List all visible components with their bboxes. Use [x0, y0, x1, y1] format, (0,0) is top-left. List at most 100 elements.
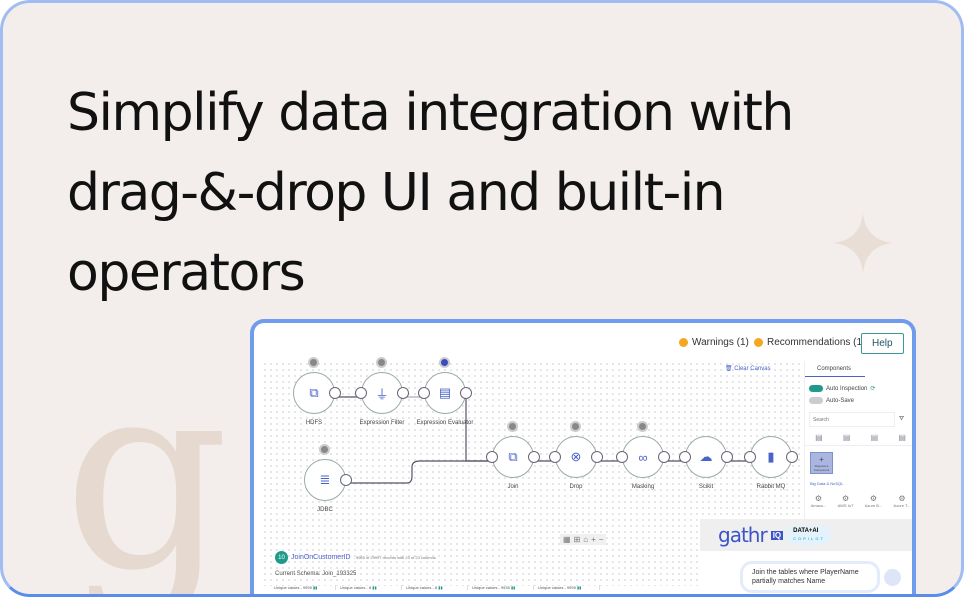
warnings-link[interactable]: Warnings (1) — [679, 337, 749, 348]
node-name-link[interactable]: JoinOnCustomerID — [291, 554, 351, 561]
auto-inspection-label: Auto Inspection — [826, 385, 868, 392]
eye-icon[interactable] — [319, 444, 330, 455]
output-port[interactable] — [528, 451, 540, 463]
user-avatar — [884, 569, 901, 586]
record-meta: - 9965 of 29997 records with 23 of 23 co… — [353, 555, 436, 560]
column-icons[interactable]: ▮▮ — [576, 585, 582, 590]
warnings-label: Warnings (1) — [692, 337, 749, 348]
help-button[interactable]: Help — [861, 333, 904, 354]
column-stat: Unique values - 9995 ▮▮ — [534, 585, 600, 590]
eye-icon[interactable] — [570, 421, 581, 432]
input-port[interactable] — [486, 451, 498, 463]
node-label: Expression Evaluator — [416, 420, 474, 426]
input-port[interactable] — [679, 451, 691, 463]
component-item-label: AWS IoT — [837, 503, 854, 508]
column-icons[interactable]: ▮▮ — [510, 585, 516, 590]
refresh-icon[interactable]: ⟳ — [870, 386, 876, 392]
component-item[interactable]: ⚙Azure B... — [864, 494, 883, 508]
column-stat-label: Unique values - 8 — [340, 585, 372, 590]
column-stat-label: Unique values - 9935 — [472, 585, 510, 590]
column-icons[interactable]: ▮▮ — [372, 585, 377, 590]
input-port[interactable] — [549, 451, 561, 463]
output-port[interactable] — [340, 474, 352, 486]
input-port[interactable] — [744, 451, 756, 463]
zoom-out-icon[interactable]: − — [598, 535, 604, 544]
column-stat-label: Unique values - 9995 — [274, 585, 312, 590]
chat-message: Join the tables where PlayerName partial… — [740, 561, 880, 593]
output-port[interactable] — [329, 387, 341, 399]
clear-canvas-label: Clear Canvas — [734, 366, 771, 372]
auto-save-toggle[interactable]: Auto-Save — [809, 397, 912, 404]
column-stat: Unique values - 8 ▮▮ — [402, 585, 468, 590]
column-stat: Unique values - 8 ▮▮ — [336, 585, 402, 590]
eye-icon[interactable] — [376, 357, 387, 368]
zoom-in-icon[interactable]: + — [591, 535, 596, 544]
tab-components[interactable]: Components — [805, 361, 865, 377]
request-component-button[interactable]: +Request a Component — [810, 452, 833, 474]
inspect-header: 10 JoinOnCustomerID - 9965 of 29997 reco… — [275, 551, 436, 564]
column-stat-label: Unique values - 9995 — [538, 585, 576, 590]
output-port[interactable] — [721, 451, 733, 463]
components-panel: Components Auto Inspection⟳ Auto-Save ⛛ … — [804, 361, 912, 521]
component-item-label: Azure T... — [893, 503, 911, 508]
sparkle-icon — [833, 213, 893, 273]
recommendations-link[interactable]: Recommendations (1) — [754, 337, 865, 348]
eye-icon[interactable] — [439, 357, 450, 368]
node-label: Scikit — [698, 484, 714, 490]
current-schema: Current Schema: Join_193325 — [275, 571, 357, 577]
clear-canvas-button[interactable]: 🗑 Clear Canvas — [725, 366, 771, 372]
node-label: Join — [507, 484, 519, 490]
input-port[interactable] — [418, 387, 430, 399]
watermark-logo: g — [63, 326, 230, 597]
eye-icon[interactable] — [637, 421, 648, 432]
auto-inspection-toggle[interactable]: Auto Inspection⟳ — [809, 385, 912, 392]
join-icon: ⧉ — [492, 436, 534, 478]
column-stat-label: Unique values - 8 — [406, 585, 438, 590]
warning-icon — [679, 338, 688, 347]
category-tab-icon[interactable]: ▤ — [898, 433, 906, 442]
copilot-tag-line1: DATA+AI — [793, 527, 819, 534]
canvas-toolbar: ▦⊞⌂+− — [560, 534, 607, 545]
input-port[interactable] — [616, 451, 628, 463]
component-search-input[interactable] — [809, 412, 895, 427]
output-port[interactable] — [460, 387, 472, 399]
column-icons[interactable]: ▮▮ — [312, 585, 318, 590]
eye-icon[interactable] — [507, 421, 518, 432]
auto-save-label: Auto-Save — [826, 397, 855, 404]
eye-icon[interactable] — [308, 357, 319, 368]
component-item-label: Azure B... — [864, 503, 883, 508]
component-item[interactable]: ⚙Azure T... — [893, 494, 911, 508]
component-item[interactable]: ⚙AWS IoT — [837, 494, 854, 508]
layout-icon[interactable]: ⊞ — [573, 535, 581, 544]
step-badge: 10 — [275, 551, 288, 564]
category-tab-icon[interactable]: ▤ — [842, 433, 851, 442]
component-item[interactable]: ⚙Amazo... — [810, 494, 827, 508]
app-screenshot: Warnings (1) Recommendations (1) Help 🗑 … — [250, 319, 916, 594]
output-port[interactable] — [658, 451, 670, 463]
category-tab-icon[interactable]: ▤ — [815, 433, 823, 442]
document-icon: ▤ — [424, 372, 466, 414]
filter-icon[interactable]: ⛛ — [899, 416, 905, 422]
node-label: Expression Filter — [359, 420, 405, 426]
column-icons[interactable]: ▮▮ — [438, 585, 443, 590]
output-port[interactable] — [591, 451, 603, 463]
grid-icon[interactable]: ▦ — [563, 535, 571, 544]
input-port[interactable] — [355, 387, 367, 399]
home-icon[interactable]: ⌂ — [583, 535, 589, 544]
request-component-label: Request a Component — [813, 464, 830, 472]
drop-icon: ⊗ — [555, 436, 597, 478]
headline: Simplify data integration with drag-&-dr… — [67, 83, 794, 303]
connections — [324, 396, 750, 484]
recommendations-label: Recommendations (1) — [767, 337, 866, 348]
node-label: Masking — [631, 484, 655, 490]
output-port[interactable] — [397, 387, 409, 399]
output-port[interactable] — [786, 451, 798, 463]
node-label: Drop — [569, 484, 583, 490]
files-icon: ⧉ — [293, 372, 335, 414]
column-stat: Unique values - 9995 ▮▮ — [270, 585, 336, 590]
category-label: Big Data & NoSQL — [810, 481, 844, 486]
copilot-tag-line2: COPILOT — [793, 535, 825, 541]
category-tab-icon[interactable]: ▤ — [870, 433, 879, 442]
